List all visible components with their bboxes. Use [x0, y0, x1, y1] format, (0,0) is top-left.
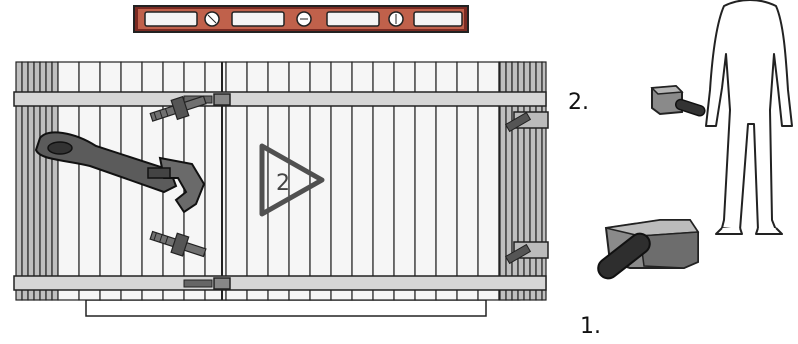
direction-arrow-number: 2 — [276, 171, 290, 196]
base-plank — [86, 300, 486, 316]
callout-step-2: 2. — [568, 92, 589, 114]
spirit-level-icon — [134, 6, 468, 32]
callout-step-1: 1. — [580, 316, 601, 338]
hinge-pin-small-icon — [652, 86, 706, 117]
hinge-pin-large-icon — [594, 220, 698, 282]
person-icon — [706, 0, 792, 234]
